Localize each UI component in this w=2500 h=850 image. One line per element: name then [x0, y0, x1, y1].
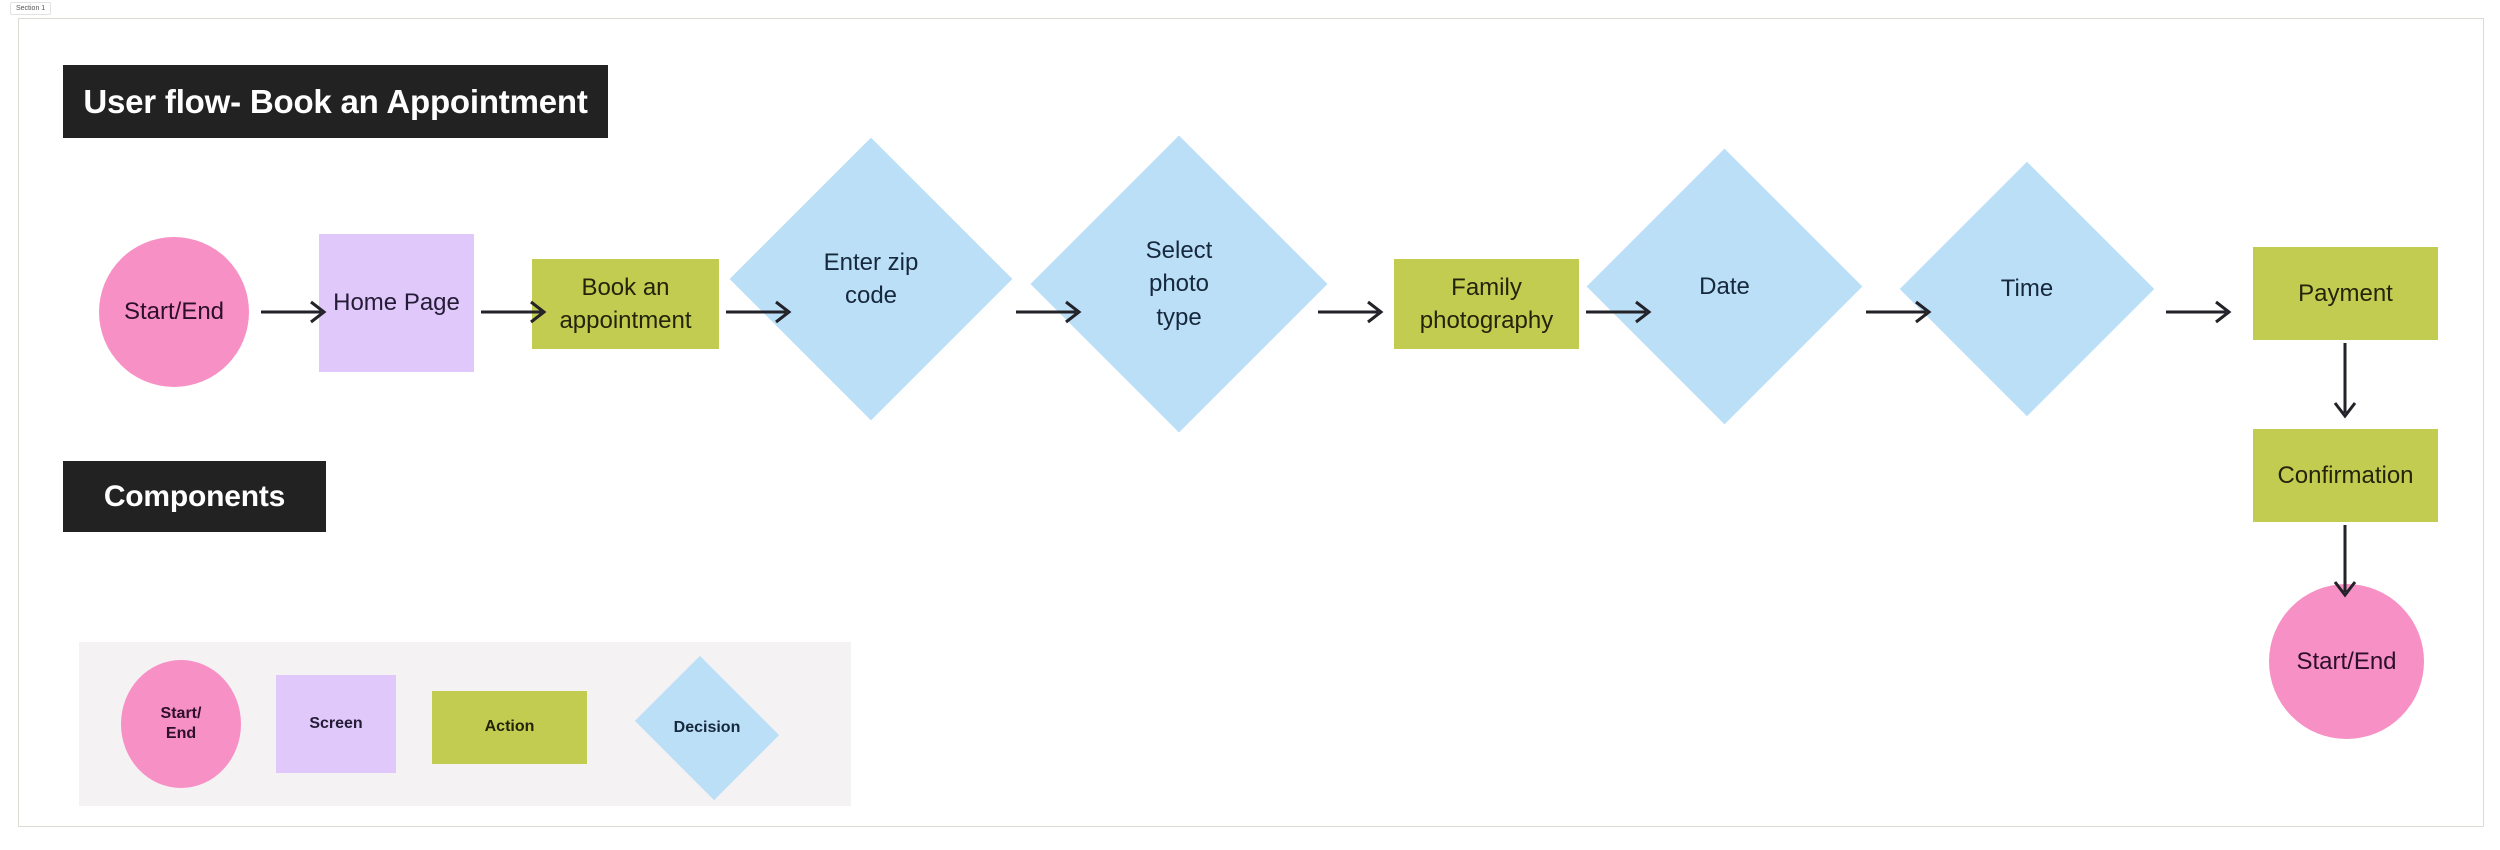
flow-node-start[interactable]: Start/End	[99, 237, 249, 387]
legend-item-terminal[interactable]: Start/ End	[121, 660, 241, 788]
flow-node-confirmation-label: Confirmation	[2277, 461, 2414, 489]
legend-item-terminal-label-line1: Start/	[160, 704, 202, 722]
flow-node-enter-zip-code-label-line2: code	[844, 282, 898, 309]
flow-node-time-label: Time	[2000, 275, 2054, 303]
flow-arrow-payment-to-confirmation	[2329, 341, 2361, 426]
flow-arrow-phototype-to-family	[1316, 297, 1390, 327]
page-title-banner: User flow - Book an Appointment	[63, 65, 608, 138]
flow-arrow-book-to-zip	[724, 297, 798, 327]
components-heading-banner: Components	[63, 461, 326, 532]
flow-node-end-label: Start/End	[2296, 647, 2397, 675]
legend-item-decision[interactable]: Decision	[607, 655, 807, 801]
flow-node-end[interactable]: Start/End	[2269, 584, 2424, 739]
legend-item-terminal-label-line2: End	[165, 725, 197, 742]
flow-arrow-family-to-date	[1584, 297, 1658, 327]
flow-node-date-label: Date	[1699, 272, 1750, 300]
flow-arrow-date-to-time	[1864, 297, 1938, 327]
flow-arrow-time-to-payment	[2164, 297, 2238, 327]
flow-node-select-photo-type-label-line1: Select	[1145, 237, 1213, 265]
legend-item-decision-label: Decision	[673, 718, 741, 736]
flow-node-select-photo-type-label-line2: photo	[1148, 270, 1210, 298]
legend-item-action-label: Action	[484, 718, 535, 736]
flow-node-home-page-label: Home Page	[333, 289, 460, 317]
flow-node-payment[interactable]: Payment	[2253, 247, 2438, 340]
flow-node-book-appointment[interactable]: Book an appointment	[532, 259, 719, 349]
legend-item-action[interactable]: Action	[432, 691, 587, 764]
flow-node-select-photo-type-label-line3: type	[1156, 303, 1202, 331]
flow-node-select-photo-type[interactable]: Select photo type	[1030, 135, 1328, 433]
flow-node-payment-label: Payment	[2298, 279, 2393, 307]
flow-arrow-home-to-book	[479, 297, 553, 327]
flow-node-book-appointment-label-line1: Book an	[581, 273, 670, 301]
components-legend-panel: Start/ End Screen Action Decision	[79, 642, 851, 806]
diagram-canvas: User flow - Book an Appointment Componen…	[18, 18, 2484, 827]
flow-node-time[interactable]: Time	[1899, 161, 2155, 417]
flow-node-family-photography-label-line2: photography	[1419, 307, 1554, 334]
flow-node-book-appointment-label-line2: appointment	[559, 307, 692, 334]
flow-node-date[interactable]: Date	[1586, 148, 1863, 425]
flow-node-confirmation[interactable]: Confirmation	[2253, 429, 2438, 522]
page-title-rest: - Book an Appointment	[230, 82, 588, 120]
flow-node-home-page[interactable]: Home Page	[319, 234, 474, 372]
legend-item-screen-label: Screen	[309, 714, 363, 732]
page-title-main: User flow	[83, 82, 231, 120]
flow-arrow-zip-to-phototype	[1014, 297, 1088, 327]
flow-node-family-photography[interactable]: Family photography	[1394, 259, 1579, 349]
flow-arrow-start-to-home	[259, 297, 333, 327]
flow-node-enter-zip-code-label-line1: Enter zip	[823, 248, 919, 276]
legend-item-screen[interactable]: Screen	[276, 675, 396, 773]
flow-arrow-confirmation-to-end	[2329, 523, 2361, 605]
section-tab[interactable]: Section 1	[10, 2, 52, 15]
flow-node-family-photography-label-line1: Family	[1451, 273, 1522, 301]
flow-node-start-label: Start/End	[123, 298, 225, 326]
flow-node-enter-zip-code[interactable]: Enter zip code	[729, 137, 1013, 421]
